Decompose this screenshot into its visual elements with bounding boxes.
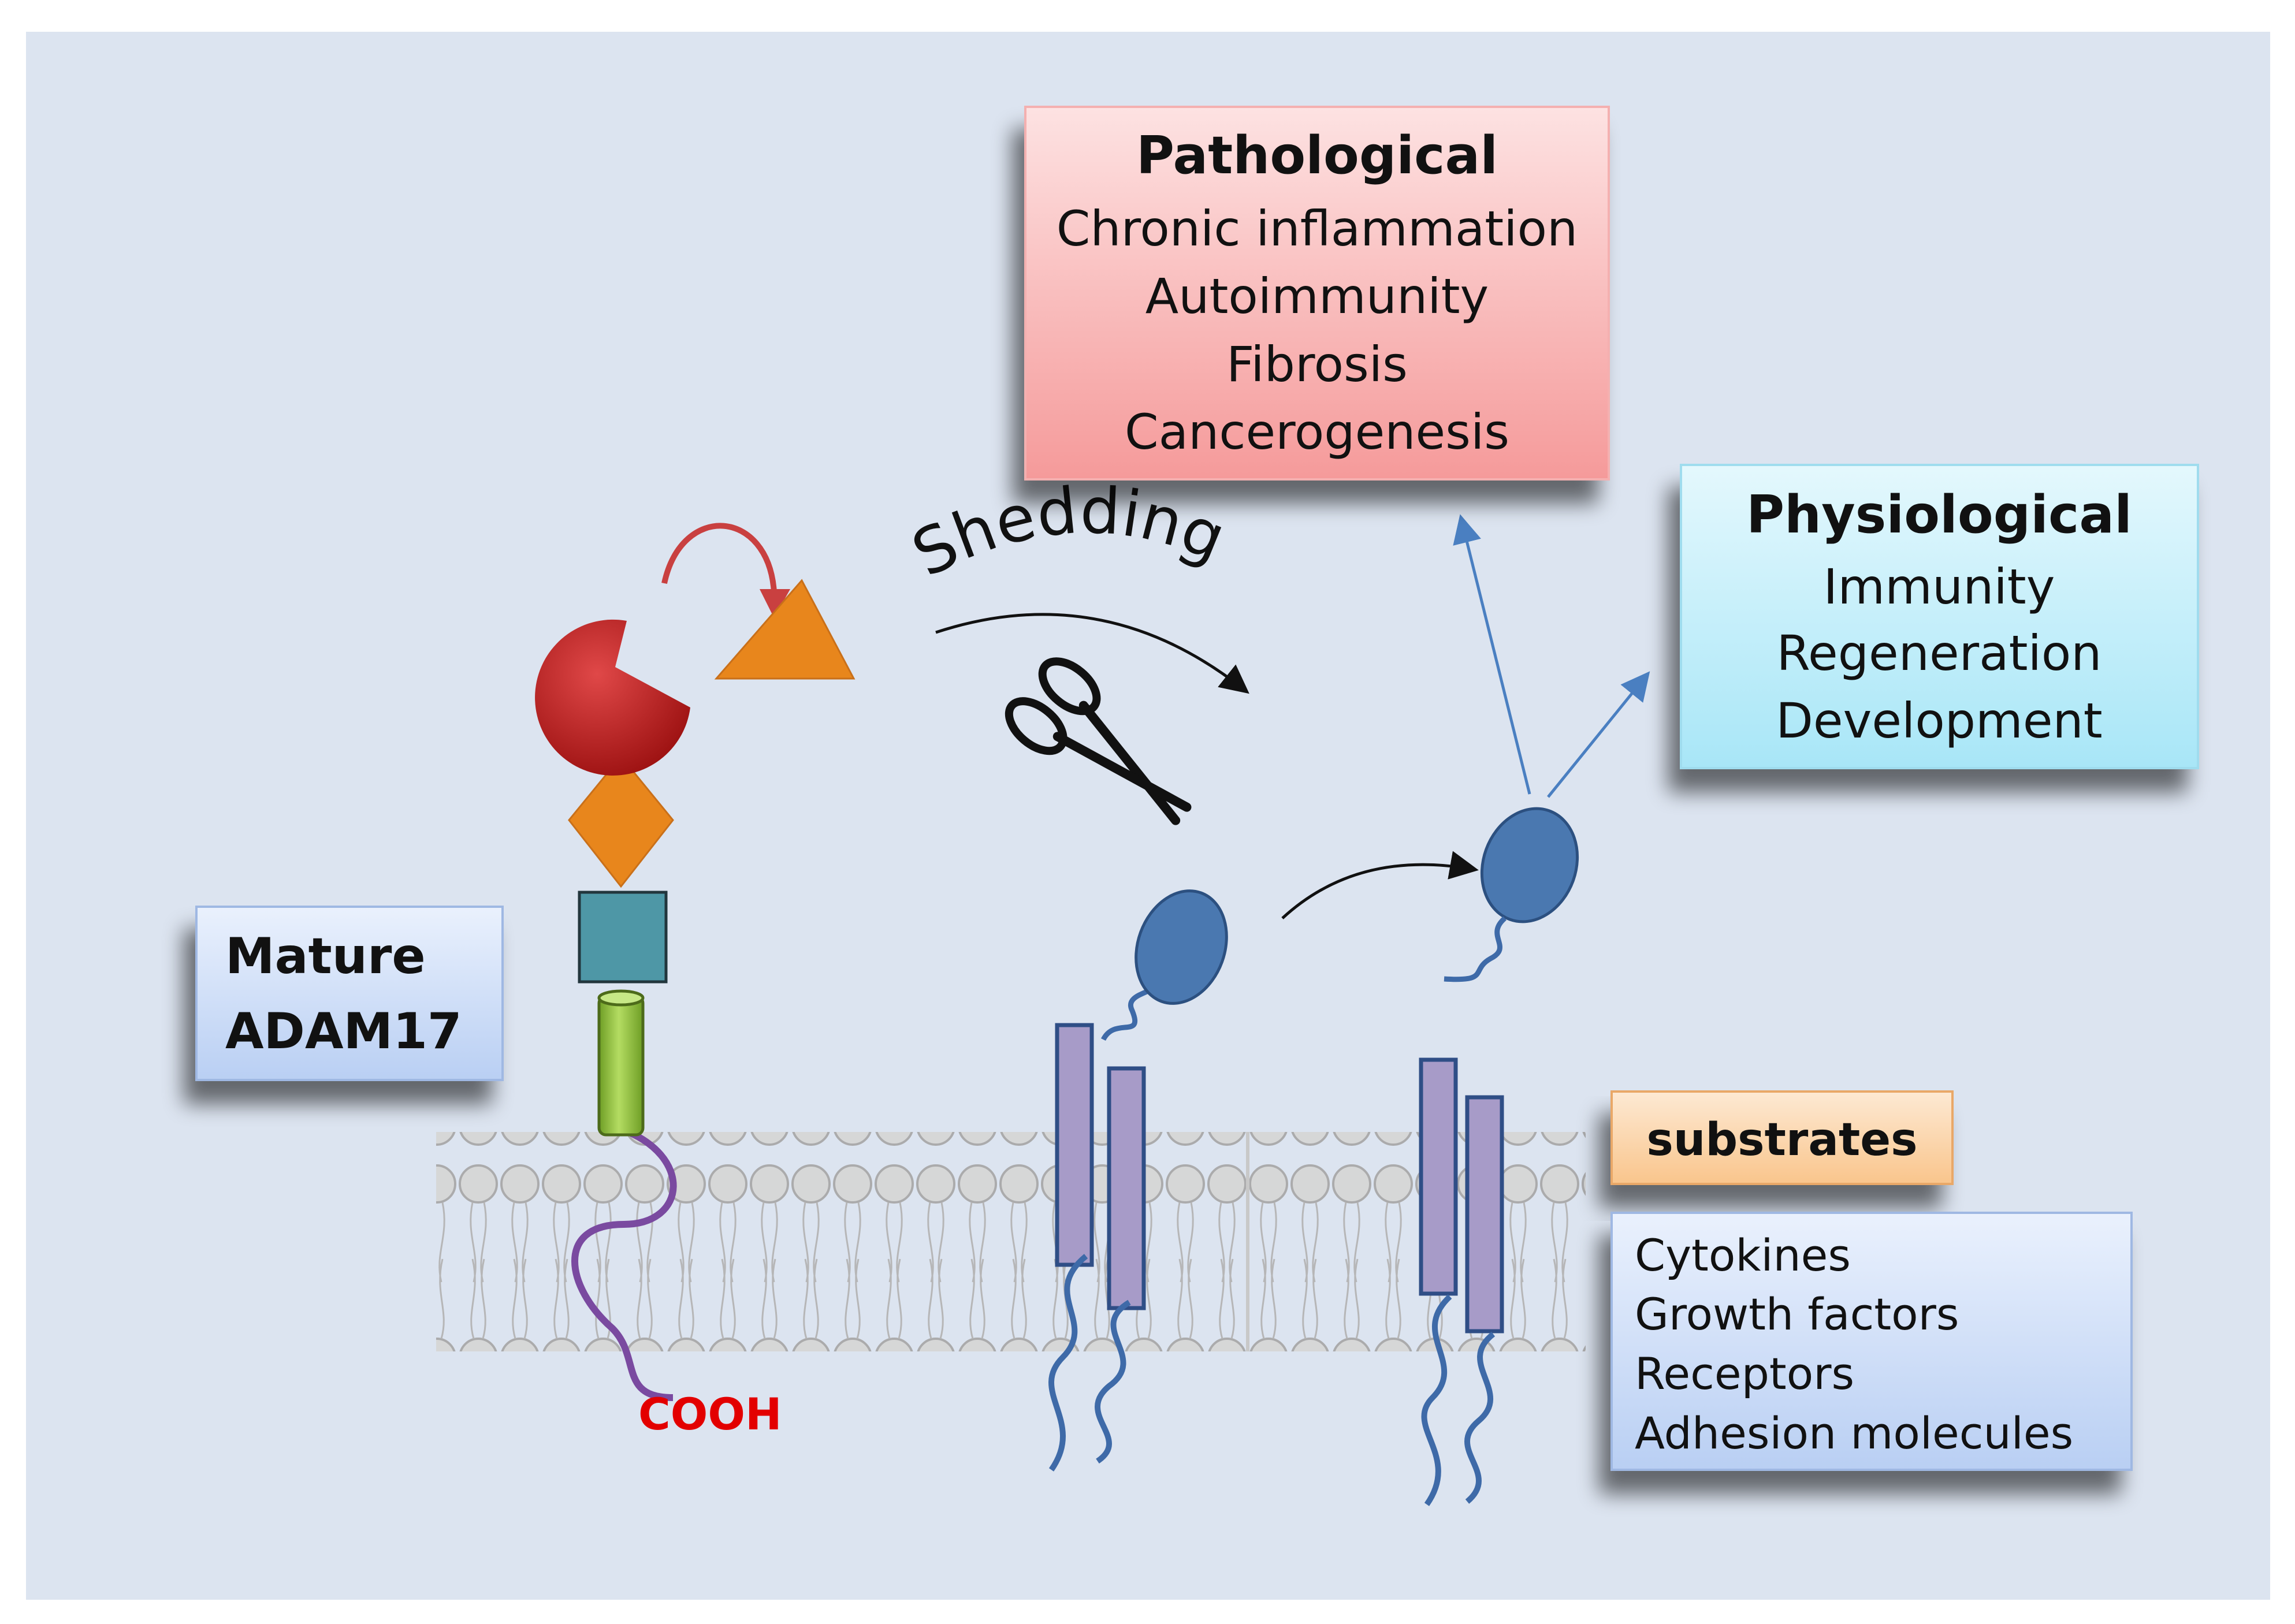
physiological-item: Development xyxy=(1776,692,2102,749)
receptor-stub xyxy=(1419,1057,1504,1506)
cytoplasmic-tail xyxy=(571,1126,677,1401)
arrow-to-physiological xyxy=(1547,671,1650,798)
physiological-box xyxy=(1680,464,2199,769)
physiological-item: Regeneration xyxy=(1776,625,2101,681)
enzyme-pacman-icon xyxy=(535,619,690,776)
substrate-item: Adhesion molecules xyxy=(1635,1407,2073,1459)
substrates-list-box xyxy=(1610,1212,2133,1471)
pathological-item: Chronic inflammation xyxy=(1057,200,1578,257)
substrate-item: Growth factors xyxy=(1635,1288,1959,1340)
pathological-title: Pathological xyxy=(1136,125,1498,186)
pathological-box xyxy=(1024,106,1610,481)
mature-adam17-label-box xyxy=(195,906,504,1081)
soluble-ectodomain xyxy=(1444,807,1579,982)
pathological-item: Fibrosis xyxy=(1226,336,1408,393)
physiological-item: Immunity xyxy=(1824,558,2055,615)
cooh-label: COOH xyxy=(638,1388,782,1440)
substrate-item: Receptors xyxy=(1635,1348,1854,1399)
physiological-title: Physiological xyxy=(1746,485,2132,545)
release-arrow xyxy=(1281,851,1479,919)
scissors-icon xyxy=(1005,657,1192,825)
receptor-with-ectodomain xyxy=(1048,889,1228,1472)
pathological-item: Cancerogenesis xyxy=(1125,404,1509,460)
disintegrin-diamond xyxy=(568,755,674,888)
mature-label: Mature xyxy=(225,928,426,985)
substrate-triangle-icon xyxy=(714,579,855,680)
pathological-item: Autoimmunity xyxy=(1145,268,1489,325)
cysteine-rich-square xyxy=(578,891,668,984)
shedding-arrow xyxy=(935,613,1249,694)
substrate-item: Cytokines xyxy=(1635,1230,1851,1281)
ectodomain-attached xyxy=(1135,889,1228,1005)
adam17-label: ADAM17 xyxy=(225,1003,462,1060)
adam17-protein xyxy=(535,523,855,1401)
cleavage-arc xyxy=(661,523,777,593)
arrow-to-pathological xyxy=(1453,514,1531,795)
cell-membrane xyxy=(436,1132,1586,1351)
substrates-title-box xyxy=(1610,1090,1954,1185)
transmembrane-cylinder xyxy=(597,994,645,1137)
substrates-title: substrates xyxy=(1646,1114,1917,1166)
